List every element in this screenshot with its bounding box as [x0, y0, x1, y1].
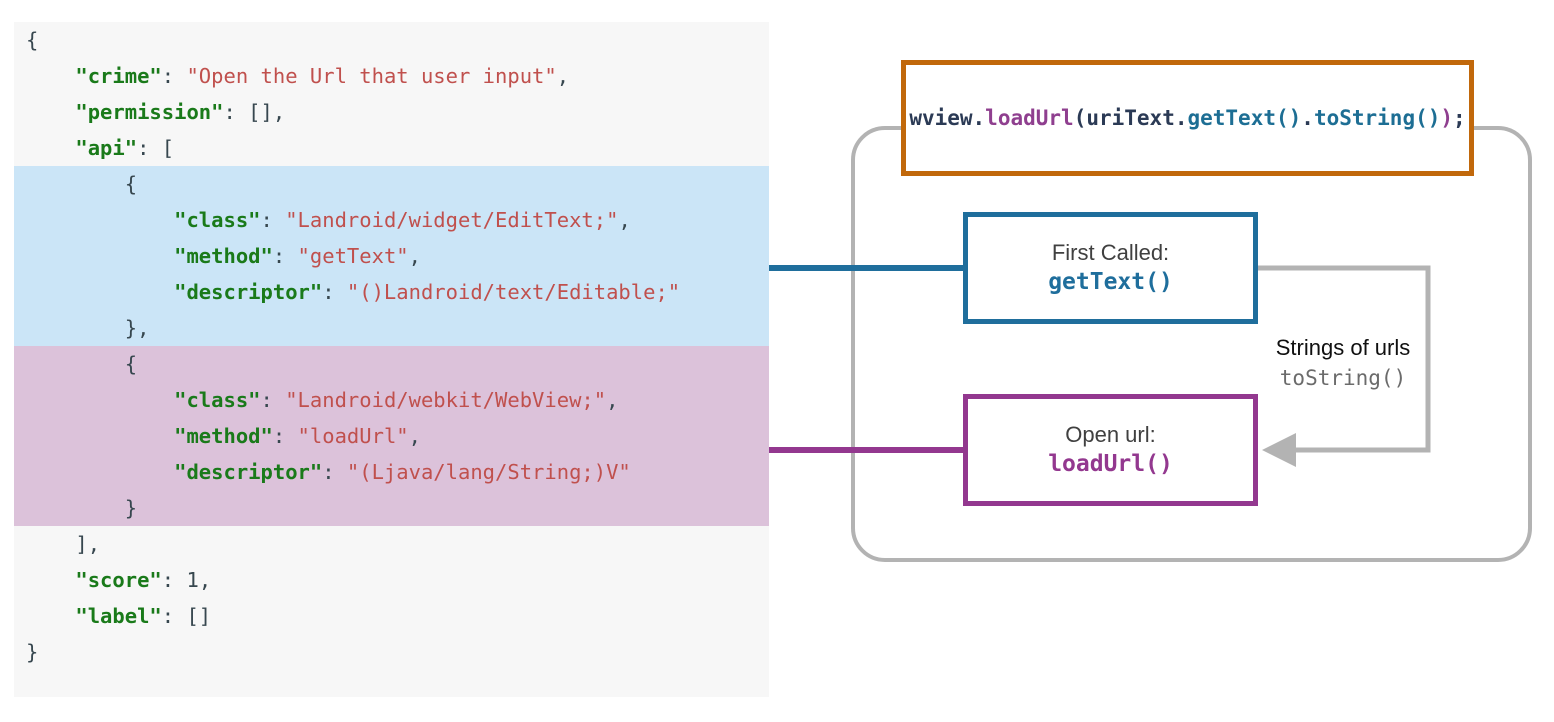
source-code-token: toString() [1313, 106, 1441, 130]
source-code-text: wview.loadUrl(uriText.getText().toString… [909, 106, 1465, 130]
code-token: , [408, 424, 421, 448]
code-line: "crime": "Open the Url that user input", [14, 58, 769, 94]
code-token: }, [124, 316, 150, 340]
gray-feedback-arrow [1258, 265, 1431, 453]
code-token: : [ [137, 136, 175, 160]
code-token: "api" [75, 136, 138, 160]
source-code-token: loadUrl [985, 106, 1074, 130]
code-token: { [124, 172, 138, 196]
code-token: , [618, 208, 631, 232]
code-token: : [] [161, 604, 212, 628]
first-called-title: First Called: [1051, 240, 1170, 265]
flow-label-line2: toString() [1279, 366, 1407, 390]
code-token: { [26, 28, 39, 52]
code-token: "label" [75, 604, 162, 628]
json-code-panel: { "crime": "Open the Url that user input… [14, 22, 769, 697]
code-token: } [26, 640, 39, 664]
code-token: : [272, 424, 298, 448]
code-line: ], [14, 526, 769, 562]
source-code-token: wview. [909, 106, 986, 130]
code-token: : [161, 64, 187, 88]
code-line: }, [14, 310, 769, 346]
code-token: , [198, 568, 212, 592]
code-token: "method" [174, 244, 273, 268]
code-token: : [272, 244, 298, 268]
code-token: : [322, 460, 347, 484]
code-token: "class" [174, 388, 261, 412]
code-token: "class" [174, 208, 261, 232]
code-token: "descriptor" [174, 460, 323, 484]
code-line: { [14, 166, 769, 202]
code-token: "score" [75, 568, 162, 592]
code-line: "label": [] [14, 598, 769, 634]
code-line: "method": "getText", [14, 238, 769, 274]
code-token: "Open the Url that user input" [186, 64, 557, 88]
code-token: , [556, 64, 570, 88]
open-url-method: loadUrl() [1048, 451, 1173, 477]
code-token: , [408, 244, 421, 268]
code-token: "loadUrl" [297, 424, 409, 448]
code-line: "permission": [], [14, 94, 769, 130]
code-token: } [124, 496, 138, 520]
code-token: "()Landroid/text/Editable;" [346, 280, 681, 304]
open-url-box: Open url: loadUrl() [963, 394, 1258, 506]
code-line: { [14, 346, 769, 382]
code-line: "method": "loadUrl", [14, 418, 769, 454]
flow-label: Strings of urls toString() [1263, 333, 1423, 393]
code-token: "permission" [75, 100, 224, 124]
source-code-token: . [1301, 106, 1314, 130]
source-code-token: ) [1440, 106, 1454, 130]
code-token: 1 [186, 568, 199, 592]
first-called-method: getText() [1048, 269, 1173, 295]
code-line: } [14, 634, 769, 670]
code-token: , [606, 388, 619, 412]
code-token: : [], [223, 100, 286, 124]
source-code-token: ; [1453, 106, 1466, 130]
code-token: "method" [174, 424, 273, 448]
source-code-token: (uriText. [1073, 106, 1188, 130]
code-token: : [161, 568, 187, 592]
code-line: "descriptor": "(Ljava/lang/String;)V" [14, 454, 769, 490]
code-line: "score": 1, [14, 562, 769, 598]
first-called-box: First Called: getText() [963, 212, 1258, 324]
code-token: "(Ljava/lang/String;)V" [346, 460, 631, 484]
code-token: "Landroid/widget/EditText;" [285, 208, 619, 232]
code-token: "crime" [75, 64, 162, 88]
code-token: : [322, 280, 347, 304]
flow-label-line1: Strings of urls [1275, 335, 1411, 360]
code-token: "Landroid/webkit/WebView;" [285, 388, 607, 412]
source-code-token: getText() [1187, 106, 1302, 130]
code-token: { [124, 352, 138, 376]
code-token: : [260, 388, 286, 412]
code-token: "descriptor" [174, 280, 323, 304]
code-line: "descriptor": "()Landroid/text/Editable;… [14, 274, 769, 310]
gray-arrowhead-icon [1262, 433, 1296, 467]
code-line: } [14, 490, 769, 526]
code-line: "api": [ [14, 130, 769, 166]
code-token: ], [75, 532, 101, 556]
code-token: "getText" [297, 244, 409, 268]
code-line: { [14, 22, 769, 58]
source-code-box: wview.loadUrl(uriText.getText().toString… [901, 60, 1474, 176]
code-line: "class": "Landroid/webkit/WebView;", [14, 382, 769, 418]
open-url-title: Open url: [1065, 422, 1156, 447]
code-line: "class": "Landroid/widget/EditText;", [14, 202, 769, 238]
code-token: : [260, 208, 286, 232]
